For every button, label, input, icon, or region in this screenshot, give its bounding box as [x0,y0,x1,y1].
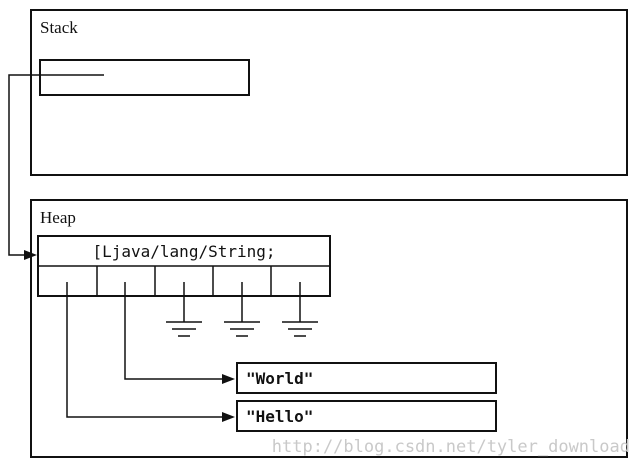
null-ground-icon [224,282,260,337]
stack-label: Stack [40,18,78,37]
heap-region [30,199,628,458]
stack-to-array-reference-line [8,74,104,256]
element-0-reference-line [66,282,224,418]
string-array-object: [Ljava/lang/String; [37,235,331,297]
string-object-hello [236,400,497,432]
element-1-reference-line [124,282,224,380]
string-value-hello: "Hello" [246,407,313,426]
string-object-world [236,362,497,394]
heap-label: Heap [40,208,76,227]
element-0-arrowhead [222,412,235,422]
stack-region [30,9,628,176]
watermark-text: http://blog.csdn.net/tyler_download [272,437,630,457]
stack-reference-slot [39,59,250,96]
string-value-world: "World" [246,369,313,388]
element-1-arrowhead [222,374,235,384]
array-type-label: [Ljava/lang/String; [92,242,275,261]
null-ground-icon [166,282,202,337]
null-ground-icon [282,282,318,337]
